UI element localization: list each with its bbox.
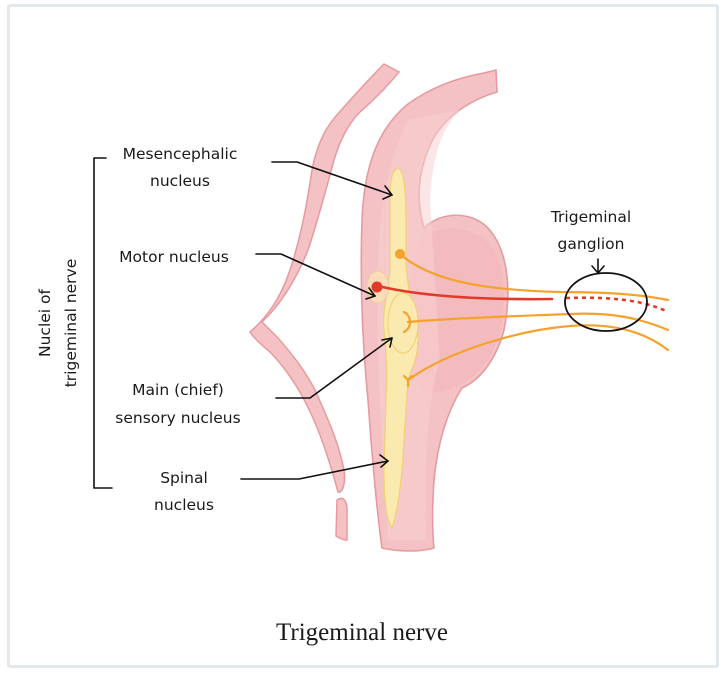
annotation-lines	[93, 157, 605, 489]
group-label-line2: trigeminal nerve	[62, 259, 80, 388]
ganglion-arrowhead	[591, 265, 605, 274]
main-sensory-arrowhead	[381, 337, 393, 348]
main-sensory-leader	[275, 337, 393, 399]
label-spinal-line1: Spinal	[160, 469, 208, 487]
motor-cell-dot	[371, 281, 383, 293]
main-sensory-fork	[402, 310, 412, 334]
outer-tissue-fragment	[335, 497, 348, 541]
label-main-sensory-line1: Main (chief)	[132, 381, 224, 399]
main-sensory-nucleus	[387, 292, 419, 354]
label-mesencephalic-line1: Mesencephalic	[123, 145, 238, 163]
group-label-line1: Nuclei of	[36, 288, 54, 356]
mesencephalic-leader	[271, 161, 393, 196]
motor-fiber	[376, 284, 554, 301]
label-spinal-line2: nucleus	[154, 496, 214, 514]
label-main-sensory-line2: sensory nucleus	[115, 409, 240, 427]
spinal-fiber	[406, 324, 670, 382]
label-ganglion-line2: ganglion	[558, 235, 625, 253]
nuclei-bracket	[93, 157, 113, 489]
figure-caption: Trigeminal nerve	[276, 619, 448, 646]
motor-fiber-dotted	[565, 296, 669, 314]
mesencephalic-cell-dot	[395, 249, 405, 259]
mesencephalic-arrowhead	[382, 185, 393, 200]
motor-arrowhead	[365, 287, 376, 300]
motor-leader	[255, 253, 376, 297]
spinal-arrowhead	[379, 454, 389, 468]
ganglion-ellipse	[564, 272, 648, 332]
label-motor: Motor nucleus	[119, 248, 229, 266]
label-mesencephalic-line2: nucleus	[150, 172, 210, 190]
outer-tissue-strip	[249, 63, 401, 493]
mesencephalic-fiber	[398, 252, 670, 302]
spinal-leader	[240, 460, 389, 480]
label-ganglion-line1: Trigeminal	[550, 208, 631, 226]
spinal-fork	[402, 374, 414, 388]
